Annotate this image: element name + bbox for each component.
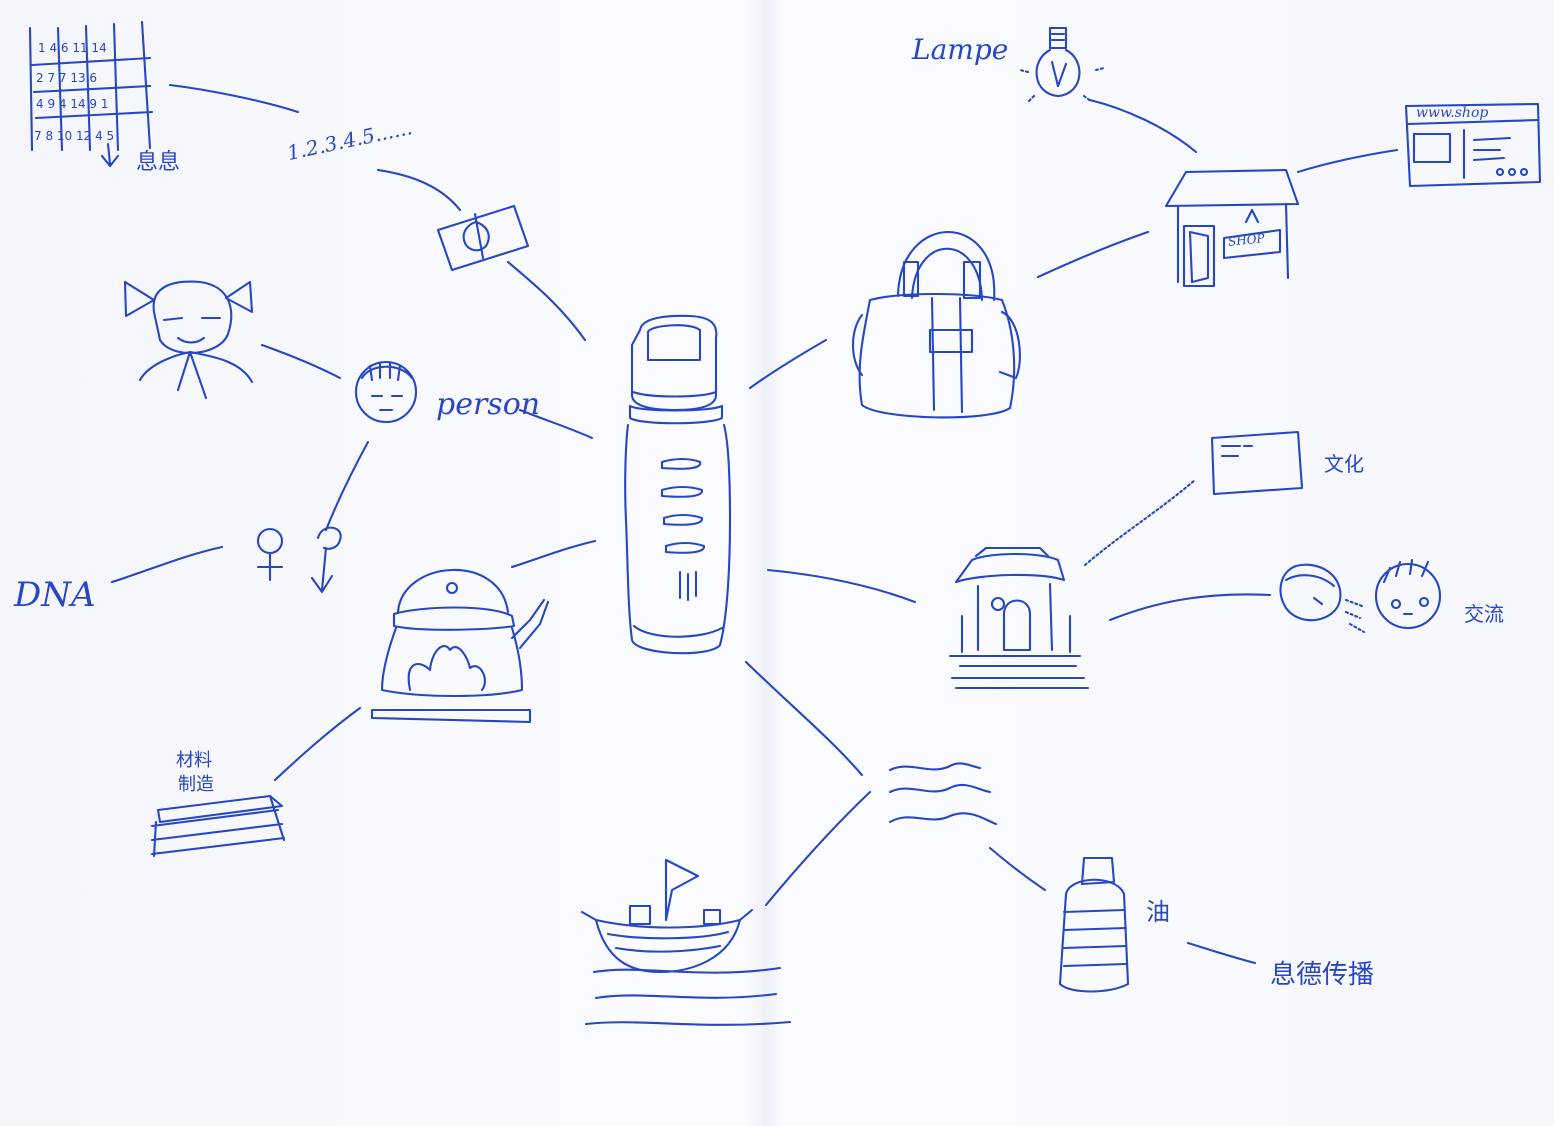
svg-text:7 8 10 12 4 5: 7 8 10 12 4 5 xyxy=(34,129,114,143)
calendar-sketch: 1 4 6 11 14 2 7 7 13 6 4 9 4 14 9 1 7 8 … xyxy=(30,22,152,166)
shop-building-drawing xyxy=(1166,170,1298,286)
info-top-label: 息息 xyxy=(136,152,180,174)
culture-label: 文化 xyxy=(1324,454,1364,474)
gender-symbols-drawing xyxy=(258,528,341,592)
exchange-label: 交流 xyxy=(1464,604,1504,624)
kettle-drawing xyxy=(372,570,548,722)
temple-drawing xyxy=(950,548,1088,688)
shop-sign-label: SHOP xyxy=(1227,232,1265,248)
waves-drawing xyxy=(890,763,996,824)
bottle-drawing xyxy=(625,316,730,653)
girl-drawing xyxy=(125,282,252,398)
lampe-label: Lampe xyxy=(912,36,1008,64)
svg-text:2 7 7 13 6: 2 7 7 13 6 xyxy=(36,71,97,85)
svg-text:4 9 4 14 9 1: 4 9 4 14 9 1 xyxy=(36,97,109,111)
culture-card-drawing xyxy=(1212,432,1302,494)
dna-label: DNA xyxy=(14,578,96,612)
person-face-drawing xyxy=(356,362,416,422)
material-layers-drawing xyxy=(152,796,284,856)
svg-text:1 4 6 11 14: 1 4 6 11 14 xyxy=(38,41,107,55)
oil-label: 油 xyxy=(1146,900,1170,924)
money-note-drawing xyxy=(438,206,528,270)
handbag-drawing xyxy=(853,232,1020,417)
web-url-label: www.shop xyxy=(1416,106,1488,120)
person-label: person xyxy=(436,390,540,420)
oil-canister-drawing xyxy=(1060,858,1128,992)
material-label: 材料 xyxy=(176,752,212,770)
info-spread-label: 息德传播 xyxy=(1270,962,1374,988)
boat-drawing xyxy=(582,860,790,1025)
lamp-bulb-drawing xyxy=(1020,28,1104,102)
connector-lines xyxy=(112,85,1397,963)
two-faces-drawing xyxy=(1281,560,1440,632)
material-label-2: 制造 xyxy=(178,776,214,794)
